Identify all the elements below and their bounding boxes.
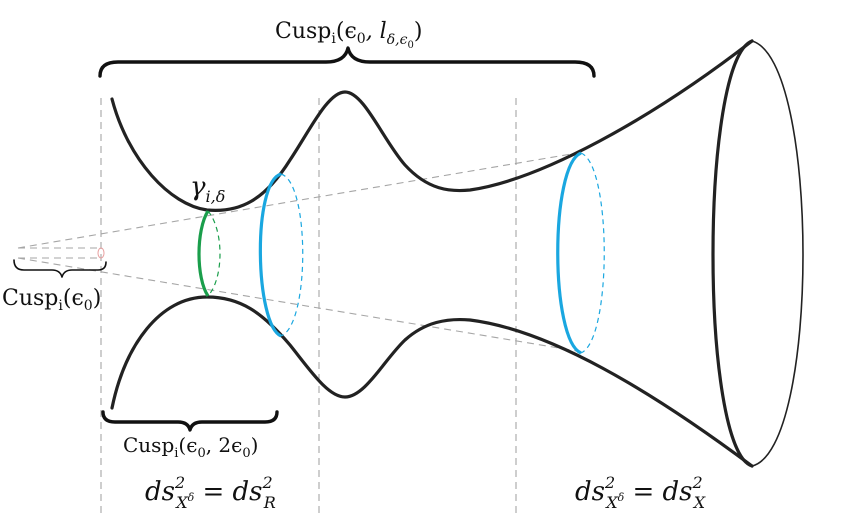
blue-geodesic-left-front [258,172,282,338]
surface-outline-bottom [110,295,754,468]
label-cusp-bottom-args2-sub: 0 [242,446,250,461]
right-rim-front [711,39,754,468]
label-metric-left-rsup: 2 [262,473,273,492]
label-cusp-top-sub: i [331,31,336,47]
cusp-point-marker [97,247,105,259]
label-cusp-top-close: ) [414,19,423,44]
label-cusp-bottom: Cuspi(ϵ0, 2ϵ0) [123,433,258,461]
blue-geodesic-right-front [556,151,582,355]
label-cusp-left-sub: i [58,298,63,314]
brace-top [98,46,596,78]
blue-geodesic-right-back [580,152,605,354]
cone-line-lower [17,257,584,353]
label-cusp-left-word: Cusp [2,286,58,311]
label-cusp-bottom-sub: i [174,446,178,461]
label-metric-right-sub: X [604,493,618,512]
label-cusp-top-l-sub: δ,ϵ [387,32,408,48]
label-cusp-left: Cuspi(ϵ0) [2,286,101,314]
label-metric-right-rsub: X [692,493,706,512]
label-metric-right-eq: = ds [624,477,692,507]
label-metric-right-sup: 2 [604,473,615,492]
label-metric-left-lhs: ds [145,477,175,507]
label-metric-left-eq: = ds [194,477,262,507]
label-cusp-bottom-args: (ϵ [178,433,197,457]
label-metric-left-sub: X [174,493,188,512]
label-cusp-bottom-close: ) [251,433,259,457]
blue-geodesic-left [258,172,304,338]
label-cusp-top-l-subsub: 0 [407,40,413,51]
label-gamma: γi,δ [190,172,225,206]
label-metric-left-sup: 2 [174,473,185,492]
label-cusp-bottom-args-sub: 0 [197,446,205,461]
label-metric-right-rsup: 2 [692,473,703,492]
label-metric-right-subsup: δ [618,491,625,504]
label-metric-left-subsup: δ [188,491,195,504]
label-cusp-top-word: Cusp [275,19,331,44]
brace-left [13,259,107,278]
right-rim [711,39,804,468]
green-geodesic-front [197,210,210,297]
cone-guide-lines [17,151,584,353]
label-metric-right-lhs: ds [575,477,605,507]
label-cusp-top-args: (ϵ [336,19,357,44]
label-cusp-left-args-sub: 0 [84,298,93,314]
label-cusp-top: Cuspi(ϵ0, lδ,ϵ0) [275,19,422,51]
right-rim-back [751,40,804,467]
blue-geodesic-left-back [280,173,304,337]
label-cusp-left-close: ) [93,286,102,311]
green-geodesic [197,210,221,297]
label-cusp-top-args2: , l [366,19,387,44]
label-gamma-sub: i,δ [206,187,226,206]
label-gamma-symbol: γ [190,172,206,202]
brace-bottom [101,410,279,432]
green-geodesic-back [207,210,221,297]
cone-line-upper [17,151,584,249]
label-cusp-bottom-word: Cusp [123,433,174,457]
surface-outline-top [110,39,754,213]
label-cusp-left-args: (ϵ [63,286,84,311]
blue-geodesic-right [556,151,605,355]
label-cusp-top-args-sub: 0 [357,31,366,47]
label-metric-left-rsub: R [263,493,276,512]
label-cusp-bottom-args2: , 2ϵ [206,433,243,457]
